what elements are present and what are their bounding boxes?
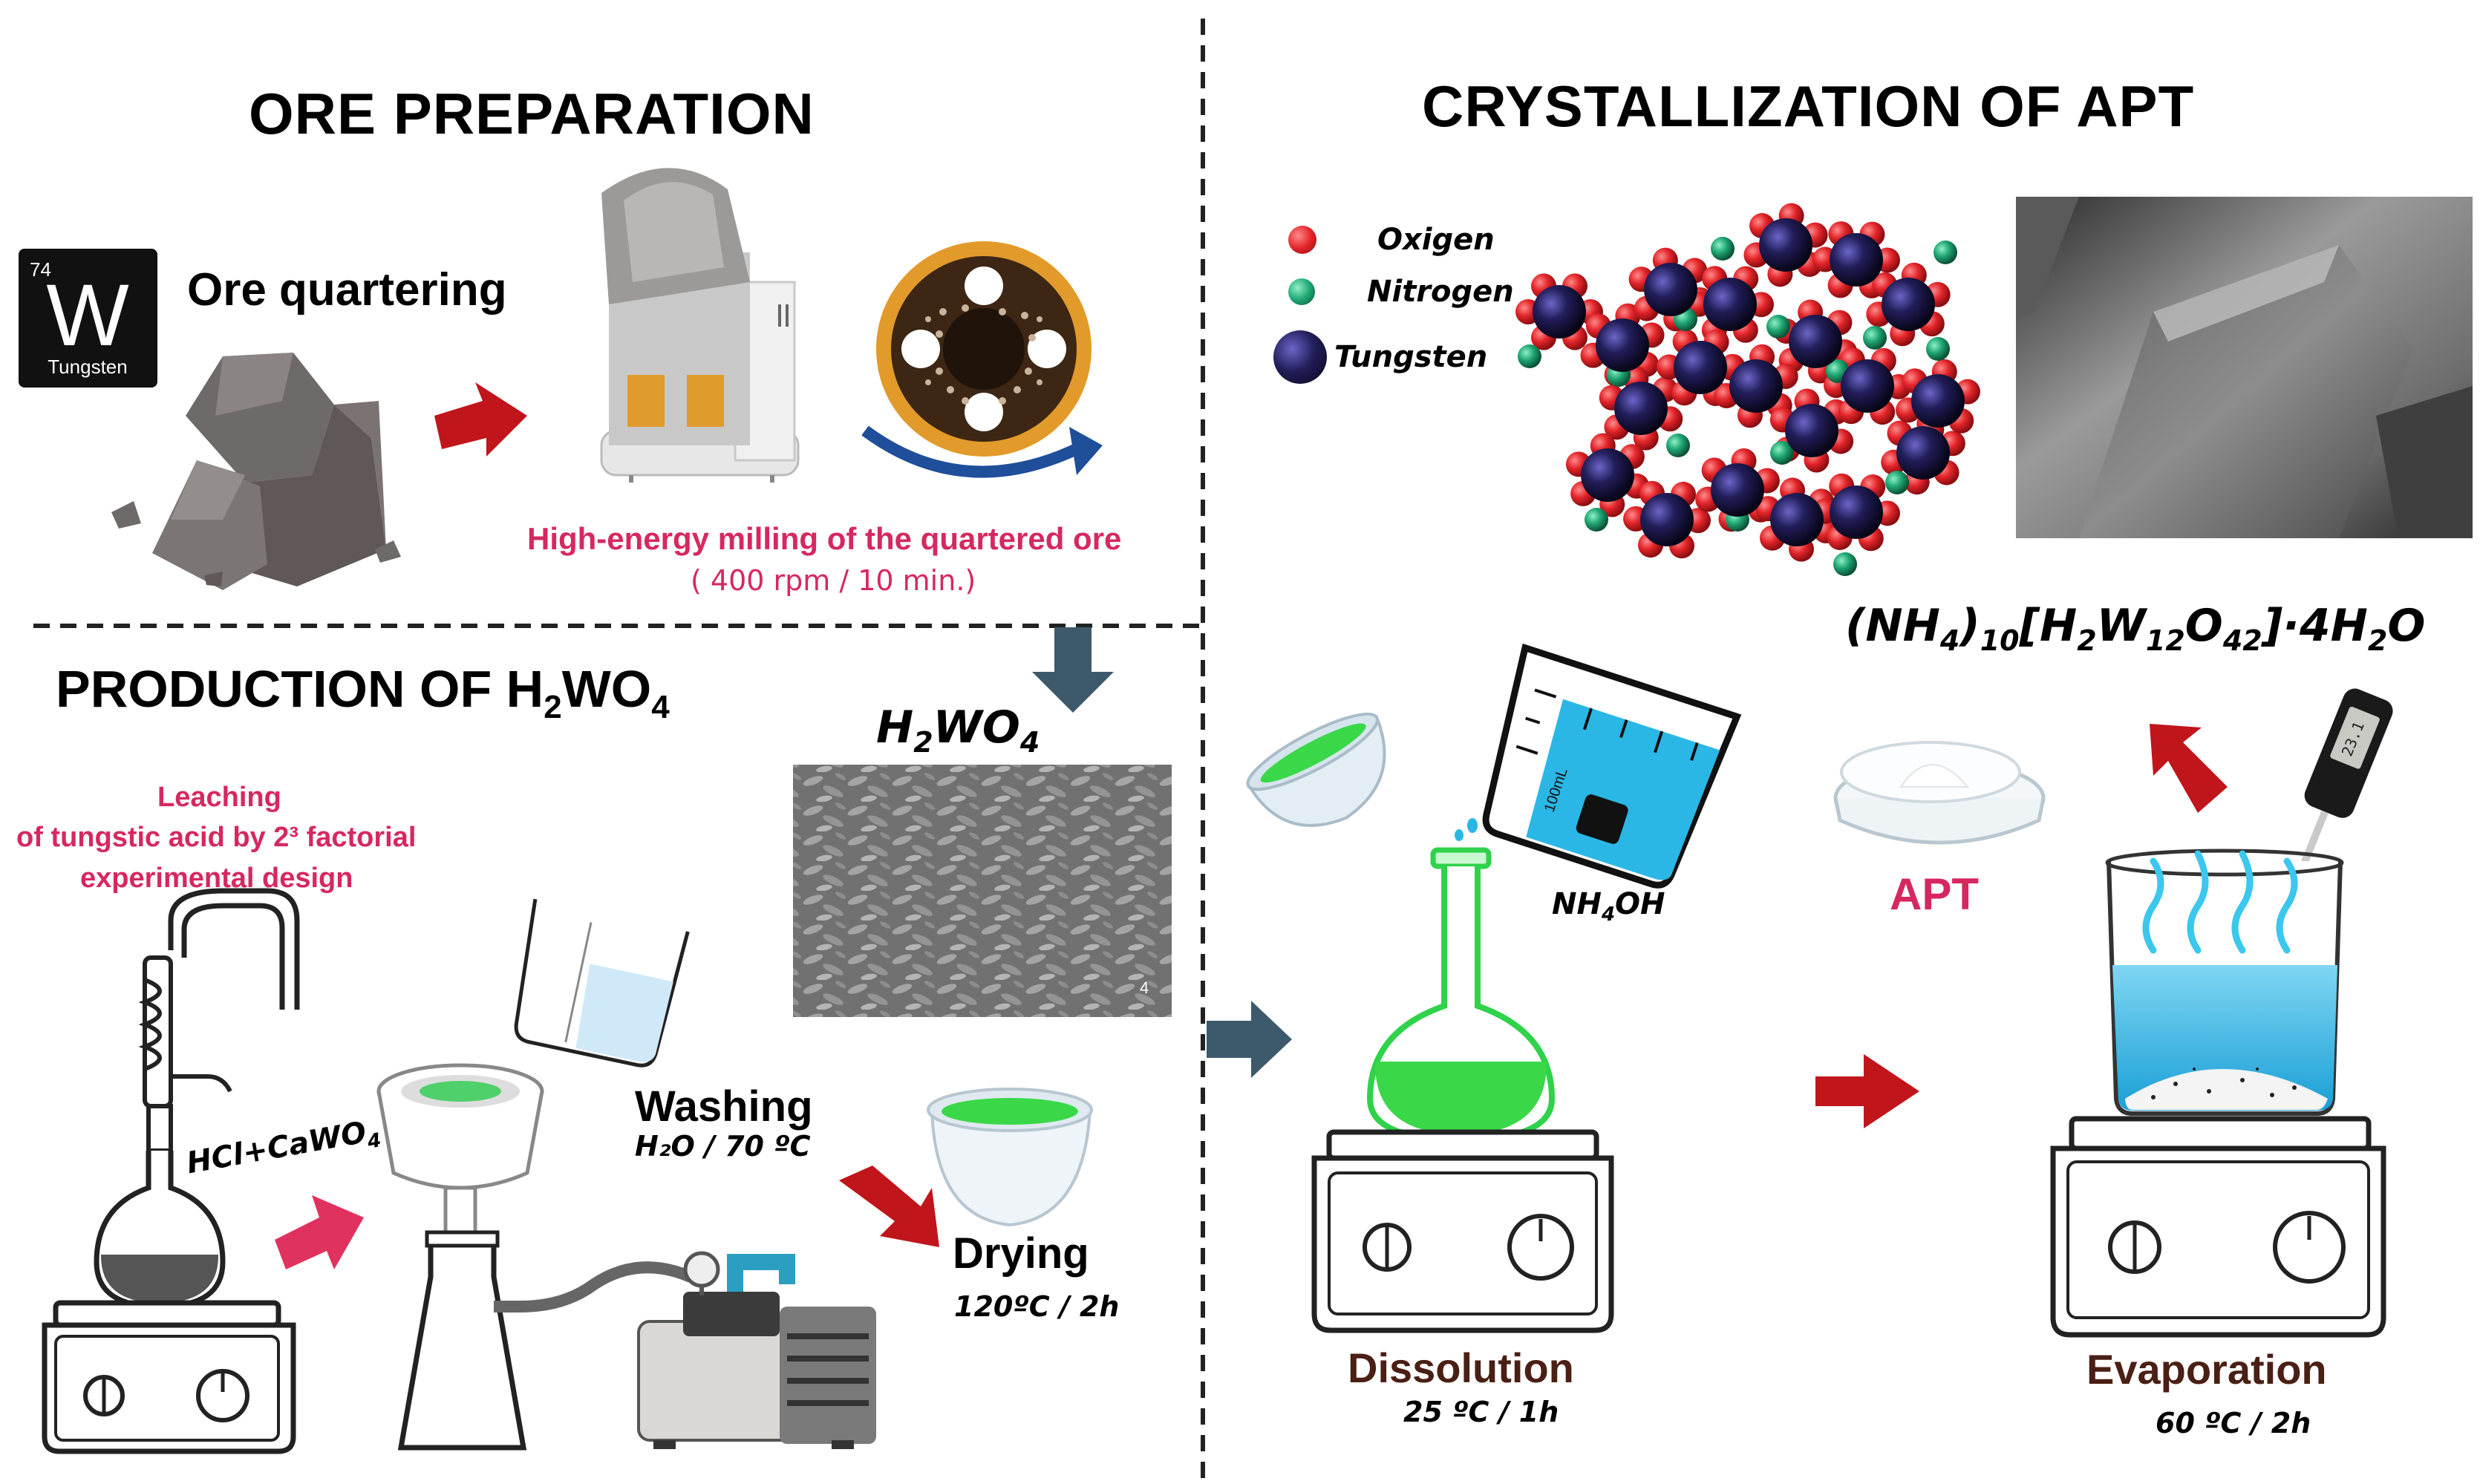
tungsten-atom (1674, 341, 1727, 394)
tungsten-element-tile: 74 W Tungsten (19, 249, 157, 388)
tungsten-atom (1770, 493, 1824, 546)
dissolution-params: 25 ºC / 1h (1403, 1396, 1559, 1428)
legend-oxygen-label: Oxigen (1377, 223, 1495, 257)
nitrogen-atom (1766, 315, 1790, 339)
nitrogen-atom (1666, 434, 1690, 457)
tungsten-atom (1614, 382, 1668, 435)
drying-label: Drying (953, 1229, 1089, 1278)
tungsten-atom (1596, 318, 1649, 372)
tungsten-dot-icon (1273, 330, 1327, 384)
drying-params: 120ºC / 2h (954, 1290, 1120, 1323)
tungsten-atom (1830, 233, 1883, 287)
evaporation-beaker (2105, 849, 2344, 1116)
leaching-line-3: experimental design (80, 863, 353, 894)
apt-molecular-structure (1515, 203, 1980, 576)
element-symbol: W (46, 267, 128, 365)
tungsten-atom (1711, 463, 1764, 517)
dissolution-label: Dissolution (1348, 1344, 1574, 1391)
leaching-line-2: of tungstic acid by 2³ factorial (16, 822, 417, 853)
ore-quartering-label: Ore quartering (187, 264, 507, 316)
green-powder-bowl (1246, 712, 1386, 827)
nitrogen-atom (1926, 337, 1950, 361)
tungsten-atom (1640, 493, 1694, 546)
nitrogen-dot-icon (1288, 278, 1315, 305)
h2wo4-image-caption: H2WO4 (876, 702, 1040, 759)
tungsten-atom (1785, 404, 1838, 457)
apt-petri-dish (1833, 741, 2046, 845)
tungsten-atom (1581, 448, 1634, 502)
legend-tungsten-label: Tungsten (1334, 340, 1488, 374)
arrow-red-wash-to-dry (839, 1166, 939, 1247)
milling-params: ( 400 rpm / 10 min.) (691, 564, 976, 597)
arrow-red-dissolve-to-evap (1815, 1054, 1919, 1128)
nitrogen-atom (1863, 326, 1887, 350)
legend-oxygen: Oxigen (1288, 223, 1495, 257)
tungsten-atom (1896, 426, 1950, 480)
arrow-red-up (2150, 724, 2228, 813)
h2wo4-sem-image (793, 765, 1172, 1017)
nitrogen-atom (1770, 441, 1794, 465)
volumetric-flask-green (1366, 847, 1556, 1143)
arrow-slate-right (1207, 1001, 1292, 1078)
nitrogen-atom (1934, 241, 1957, 264)
apt-formula: (NH4)10[H2W12O42]·4H2O (1845, 600, 2426, 657)
tungsten-atom (1759, 218, 1812, 272)
milling-label: High-energy milling of the quartered ore (527, 521, 1122, 556)
arrow-down-slate (1032, 627, 1114, 713)
planetary-mill-illustration (600, 168, 800, 483)
legend-tungsten: Tungsten (1273, 330, 1487, 384)
tungsten-atom (1533, 285, 1586, 339)
hot-plate-right (2050, 1116, 2386, 1338)
tungsten-atom (1703, 278, 1757, 331)
ore-rocks-illustration (111, 353, 401, 590)
tungsten-atom (1729, 359, 1783, 413)
element-name: Tungsten (48, 356, 127, 378)
hot-plate-left (42, 1300, 296, 1454)
tungsten-atom (1789, 315, 1842, 368)
washing-label: Washing (635, 1082, 813, 1131)
nitrogen-atom (1518, 344, 1541, 368)
buchner-filtration-setup (376, 1063, 694, 1451)
section-title-ore-preparation: ORE PREPARATION (249, 81, 815, 146)
milling-jar-cross-section (861, 241, 1103, 478)
nitrogen-atom (1711, 237, 1735, 261)
apt-label: APT (1890, 869, 1979, 919)
tungsten-atom (1644, 263, 1697, 316)
tungsten-atom (1882, 278, 1935, 331)
section-title-crystallization: CRYSTALLIZATION OF APT (1422, 73, 2195, 139)
tungsten-atom (1830, 486, 1883, 539)
legend-nitrogen: Nitrogen (1288, 275, 1514, 309)
dripping-drops (1455, 818, 1478, 841)
tilted-beaker-left (514, 898, 690, 1068)
tungsten-atom (1841, 359, 1894, 413)
tungsten-atom (1911, 374, 1965, 428)
evaporation-label: Evaporation (2086, 1346, 2327, 1393)
nitrogen-atom (1585, 508, 1608, 532)
washing-params: H₂O / 70 ºC (635, 1130, 811, 1163)
section-title-production: PRODUCTION OF H2WO4 (56, 660, 670, 725)
oxygen-dot-icon (1288, 226, 1316, 254)
nitrogen-atom (1885, 471, 1909, 494)
element-number: 74 (30, 258, 51, 281)
arrow-pink-leach-to-filter (275, 1195, 364, 1269)
nh4oh-label: NH4OH (1552, 887, 1665, 926)
evaporation-params: 60 ºC / 2h (2156, 1407, 2311, 1439)
vacuum-pump (637, 1251, 876, 1449)
leaching-line-1: Leaching (157, 782, 281, 813)
legend-nitrogen-label: Nitrogen (1367, 275, 1514, 309)
nitrogen-atom (1833, 552, 1857, 576)
sem-scale-label: 4 (1140, 978, 1149, 997)
arrow-quarter-to-mill (434, 382, 527, 457)
reflux-apparatus (94, 888, 300, 1310)
nh4oh-beaker-pouring: 100mL (1482, 643, 1742, 889)
hot-plate-middle (1311, 1129, 1614, 1333)
drying-bowl (927, 1088, 1093, 1227)
